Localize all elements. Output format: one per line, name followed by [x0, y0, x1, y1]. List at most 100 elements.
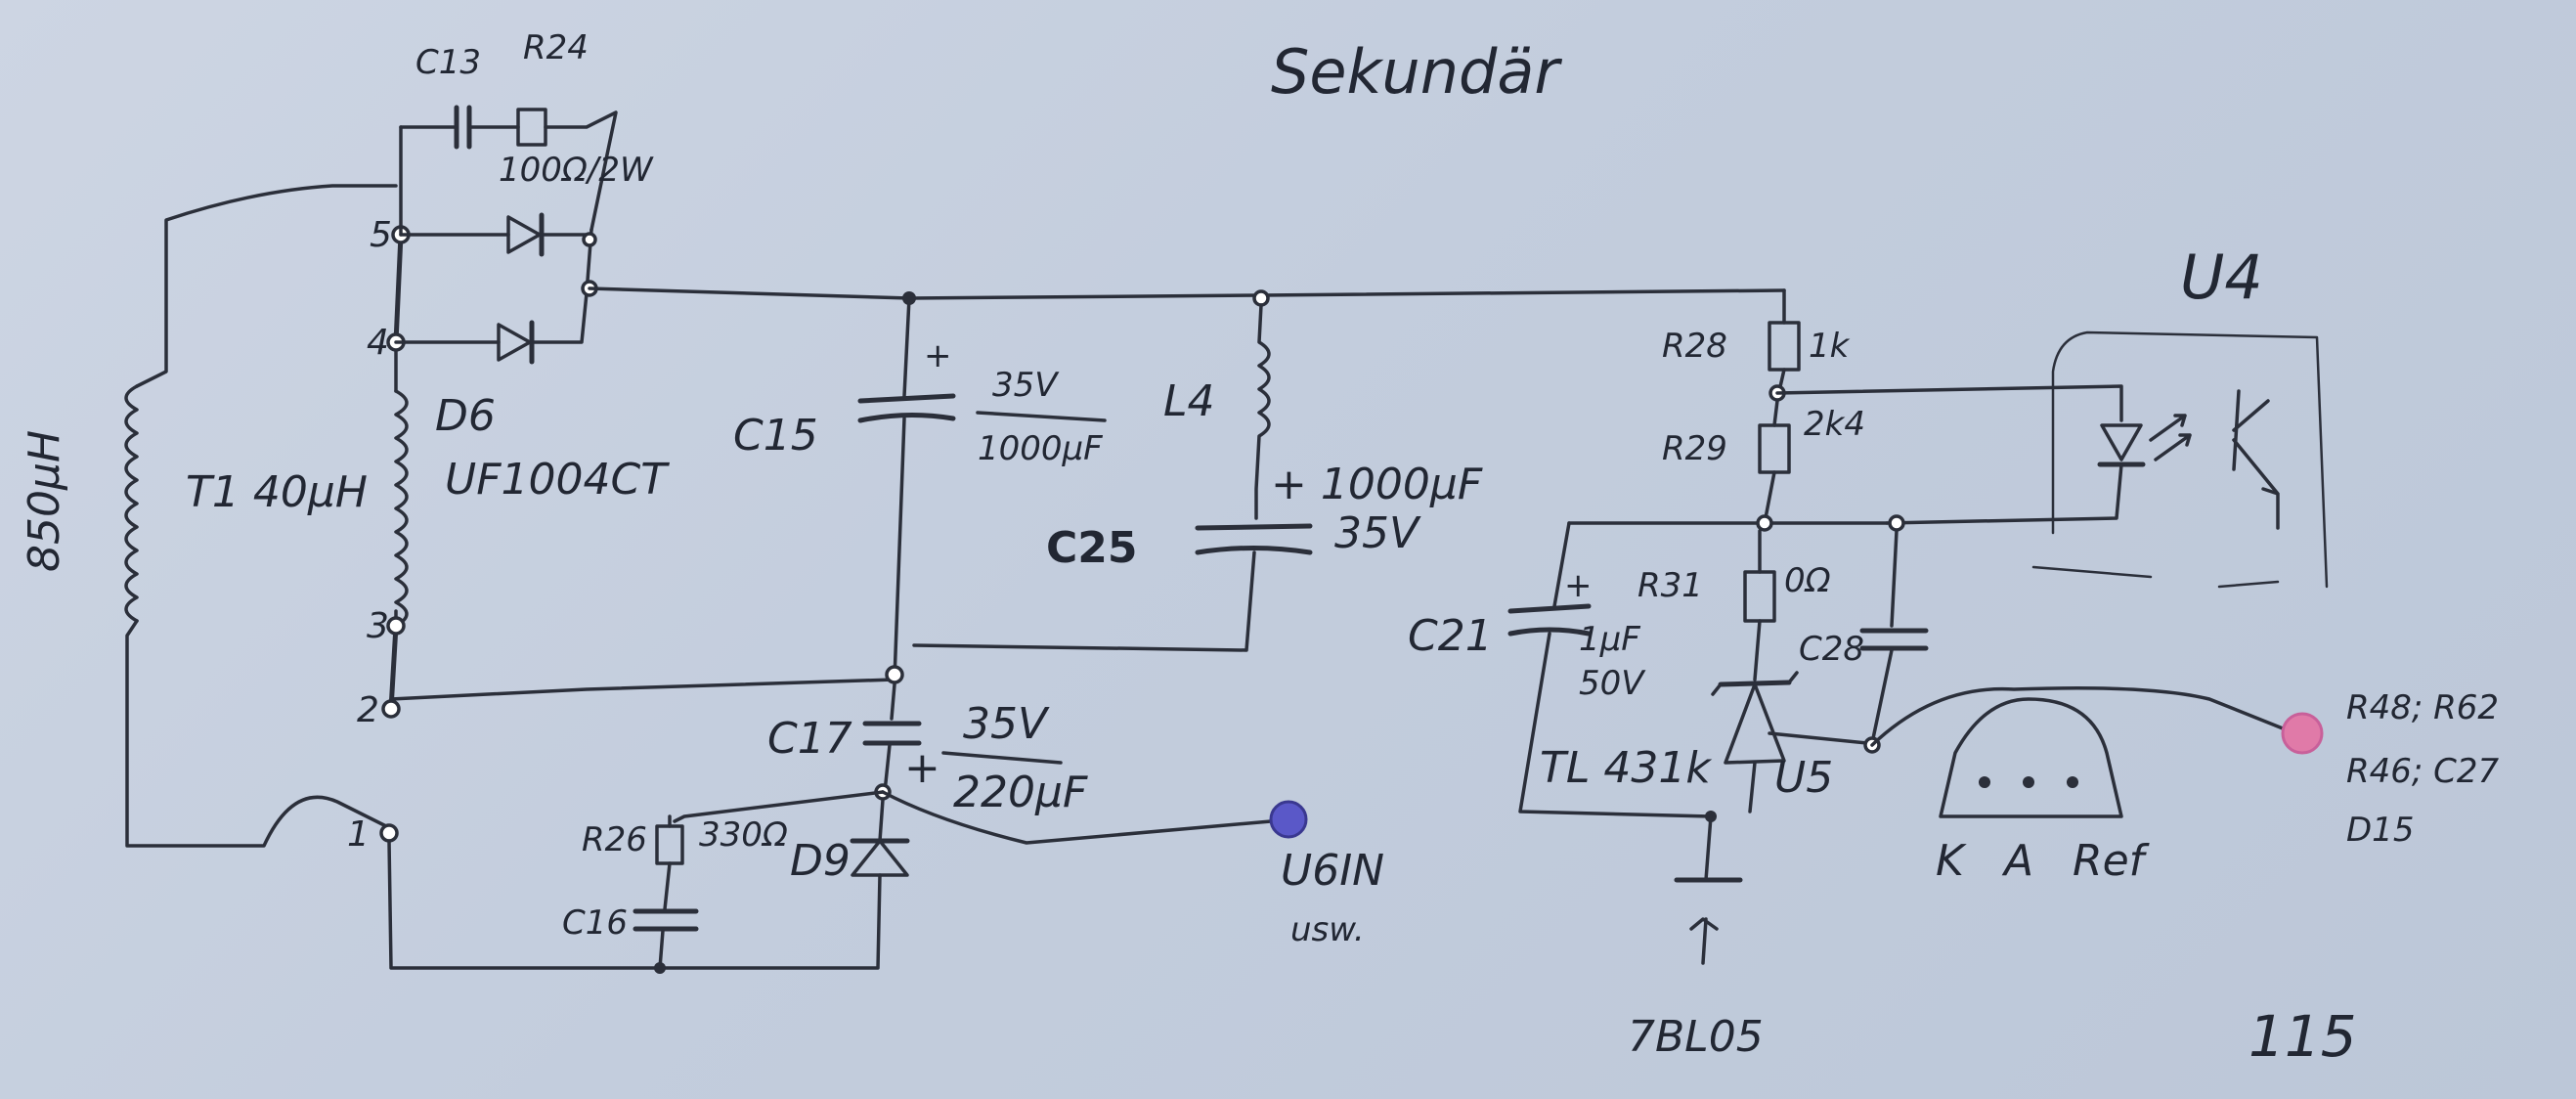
- r29-label: R29: [1662, 429, 1727, 468]
- u5-label: U5: [1774, 753, 1833, 803]
- c21-plus: +: [1564, 566, 1593, 605]
- tl431-ref-wire: [1768, 731, 1874, 745]
- r28-label: R28: [1662, 327, 1727, 366]
- rectifier-d6-group: C13 R24 100Ω/2W D6 UF1004CT: [394, 28, 670, 505]
- to92-pinout: K A Ref: [1936, 697, 2151, 886]
- ground-arrow: [1689, 917, 1719, 965]
- c15-plate-b: [857, 412, 956, 423]
- ref-output-wire: [1870, 686, 2285, 747]
- r29-top-wire: [1772, 399, 1779, 427]
- u4-package-outline-foot: [2217, 580, 2280, 589]
- c15-voltage-label: 35V: [992, 366, 1060, 405]
- r24-label: R24: [523, 28, 589, 67]
- r48-marker: [2281, 712, 2324, 755]
- bl05-label: 7BL05: [1628, 1012, 1764, 1062]
- u6-note: usw.: [1290, 910, 1365, 949]
- l4-label: L4: [1163, 376, 1215, 426]
- primary-winding: [124, 384, 139, 623]
- c21-voltage-label: 50V: [1579, 664, 1646, 703]
- r29-resistor: [1758, 423, 1791, 474]
- c17-value-label: 220µF: [953, 768, 1088, 817]
- r46-ref-label: R46; C27: [2346, 752, 2500, 791]
- ground-wire: [1704, 814, 1713, 882]
- filter-l4-c25: L4 C25 + 1000µF 35V: [912, 289, 1483, 652]
- u4-package-outline: [2051, 330, 2329, 589]
- c15-plate-a: [857, 393, 956, 404]
- tl431-anode-wire: [1748, 761, 1757, 813]
- c25-voltage-label: 35V: [1334, 508, 1421, 558]
- pin-2-terminal: [381, 699, 401, 719]
- pin-4-label: 4: [367, 323, 389, 363]
- to92-pin-a: [2023, 776, 2034, 788]
- u4-phototransistor: [2232, 389, 2280, 530]
- u4-led-symbol: [2100, 423, 2143, 462]
- r26-value-label: 330Ω: [699, 815, 788, 855]
- feedback-network: R28 1k R29 2k4 U4: [1662, 242, 2329, 589]
- pin-3-label: 3: [367, 606, 389, 646]
- pin-1-terminal: [379, 823, 399, 843]
- c15-junction: [902, 291, 916, 305]
- r28-resistor: [1768, 321, 1801, 372]
- c21-label: C21: [1408, 611, 1493, 661]
- pin-k-label: K: [1936, 836, 1967, 886]
- u6-marker: [1269, 800, 1308, 839]
- u6-label: U6IN: [1281, 846, 1384, 896]
- tl431-symbol: [1724, 682, 1786, 765]
- u4-emission-arrow-a: [2149, 414, 2187, 442]
- c21-value-label: 1µF: [1579, 620, 1640, 659]
- c16-junction: [654, 962, 666, 974]
- c17-fraction-line: [941, 751, 1063, 765]
- d9-return-wire: [387, 839, 882, 970]
- d9-top-wire: [878, 798, 885, 843]
- r31-bottom-wire: [1753, 619, 1762, 681]
- c25-label: C25: [1046, 523, 1138, 573]
- pin-3-terminal: [386, 616, 406, 636]
- tl431-label: TL 431k: [1540, 743, 1712, 793]
- c21-top-wire: [1552, 521, 1571, 608]
- r26-c16-wire: [663, 861, 672, 911]
- to92-outline: [1939, 697, 2123, 818]
- r29-value-label: 2k4: [1804, 405, 1865, 444]
- c15-label: C15: [733, 411, 818, 461]
- d6b-diode-symbol: [497, 323, 532, 362]
- bridge-5-4: [393, 232, 404, 345]
- c21-plate-a: [1507, 603, 1592, 614]
- return-rail: [389, 678, 896, 701]
- auxiliary-supply: + C17 35V 220µF R26 330Ω D9 C16 U6IN usw…: [387, 665, 1384, 974]
- d6-part-label: UF1004CT: [445, 455, 670, 505]
- secondary-winding: [394, 389, 409, 628]
- c25-plate-b: [1195, 546, 1313, 555]
- pin-a-label: A: [2001, 836, 2033, 886]
- c17-label: C17: [767, 714, 852, 764]
- u4-emission-arrow-b: [2154, 433, 2192, 462]
- c25-value-label: + 1000µF: [1271, 460, 1483, 509]
- pin-2-label: 2: [357, 690, 379, 730]
- r26-top-wire: [673, 790, 885, 823]
- bridge-3-2: [388, 623, 399, 712]
- primary-inductance-label: 850µH: [20, 430, 69, 572]
- c16-label: C16: [562, 903, 628, 943]
- c16-bottom-wire: [658, 929, 665, 970]
- d9-diode-symbol: [851, 839, 909, 877]
- return-node: [885, 665, 904, 684]
- u4-package-outline-bottom: [2031, 565, 2153, 579]
- c17-top-wire: [890, 682, 896, 721]
- c15-top-wire: [902, 296, 911, 398]
- r31-label: R31: [1637, 566, 1703, 605]
- positive-rail: [588, 286, 1786, 300]
- to92-pin-k: [1979, 776, 1990, 788]
- c21-return-wire: [1518, 632, 1713, 818]
- c25-plate-a: [1195, 523, 1313, 531]
- r31-value-label: 0Ω: [1784, 561, 1831, 600]
- d6a-diode-symbol: [506, 215, 542, 254]
- r24-resistor: [516, 108, 547, 147]
- r26-resistor: [655, 824, 684, 865]
- c28-top-wire: [1890, 529, 1899, 628]
- c13-label: C13: [415, 43, 481, 82]
- title: Sekundär: [1271, 36, 1562, 108]
- r24-value-label: 100Ω/2W: [499, 151, 654, 190]
- tl431-cathode-wings: [1711, 671, 1799, 696]
- primary-bottom-wire: [125, 619, 388, 848]
